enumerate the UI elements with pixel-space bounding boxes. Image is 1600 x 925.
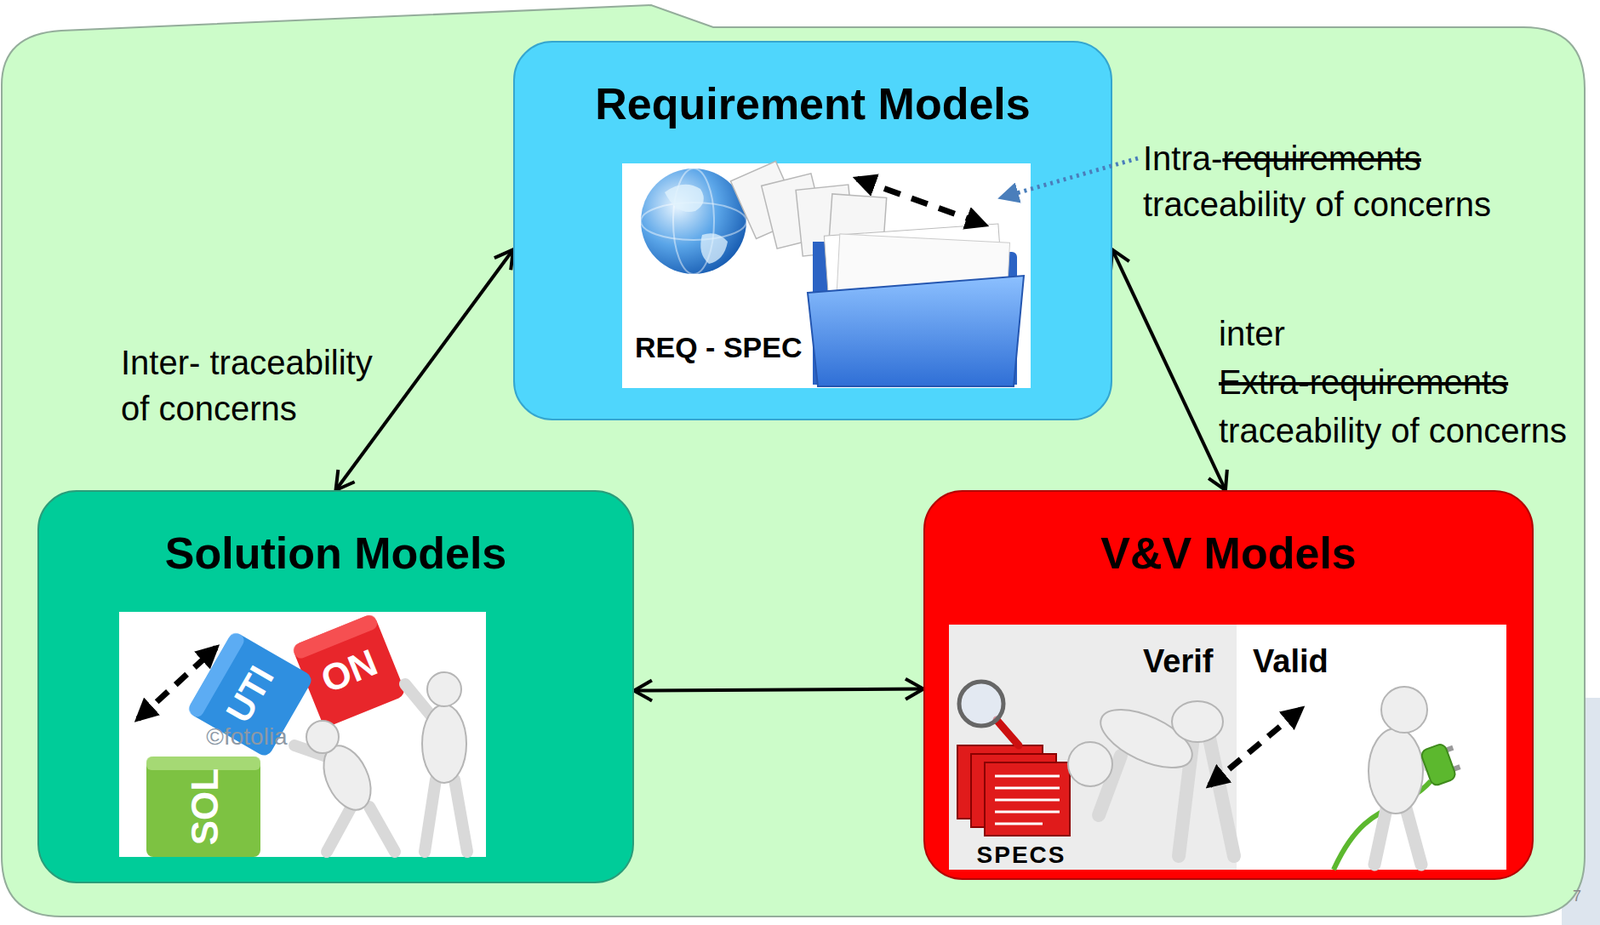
globe — [640, 168, 747, 275]
spec-documents — [957, 745, 1070, 836]
blue-cube — [186, 630, 315, 759]
verifier-figure — [1068, 697, 1235, 857]
text-run: inter — [1218, 314, 1286, 353]
text-run: traceability of concerns — [1218, 411, 1567, 450]
text-run: traceability of concerns — [1142, 185, 1492, 223]
text-line: traceability of concerns — [1142, 181, 1492, 228]
pushing-figures — [294, 672, 468, 852]
watermark: ©fotolia — [205, 722, 287, 752]
leader-arrow — [1001, 158, 1138, 198]
folder — [807, 223, 1024, 387]
text-line: traceability of concerns — [1218, 406, 1567, 456]
text-line: of concerns — [120, 385, 373, 432]
text-line: Inter- traceability — [120, 339, 373, 386]
text-line: inter — [1218, 309, 1567, 359]
model-title: Requirement Models — [594, 77, 1030, 131]
page-number: 7 — [1572, 886, 1582, 906]
figure-label: Verif — [1142, 641, 1213, 681]
text-line: Intra-requirements — [1142, 135, 1492, 182]
connector-label: inter Extra-requirements traceability of… — [1218, 309, 1567, 456]
dashed-double-arrow — [857, 178, 985, 225]
dashed-double-arrow — [1209, 708, 1302, 786]
model-box: V&V Models — [923, 490, 1534, 880]
model-box: Requirement Models — [513, 40, 1113, 421]
text-run: of concerns — [120, 389, 298, 428]
figure-label: Intra-requirements traceability of conce… — [1142, 135, 1492, 228]
struck-text: requirements — [1222, 139, 1421, 178]
connector — [1112, 249, 1226, 491]
red-cube — [291, 612, 406, 728]
figure-label: SOL — [182, 768, 228, 846]
text-run: Intra- — [1142, 139, 1223, 178]
connector-label: Inter- traceability of concerns — [120, 339, 373, 432]
connector — [634, 689, 924, 692]
validator-figure — [1333, 686, 1463, 870]
model-title: Solution Models — [165, 526, 508, 580]
text-line: Extra-requirements — [1218, 358, 1567, 407]
figure-label: SPECS — [977, 840, 1067, 870]
figure-label: REQ - SPEC — [634, 330, 802, 366]
figure-label: Valid — [1252, 641, 1329, 681]
green-cube — [146, 756, 261, 858]
text-run: Inter- traceability — [120, 343, 373, 382]
model-title: V&V Models — [1100, 526, 1357, 580]
dashed-double-arrow — [137, 647, 217, 720]
magnifier — [959, 681, 1019, 746]
panel-outline — [1, 5, 1585, 917]
struck-text: Extra-requirements — [1218, 363, 1509, 401]
